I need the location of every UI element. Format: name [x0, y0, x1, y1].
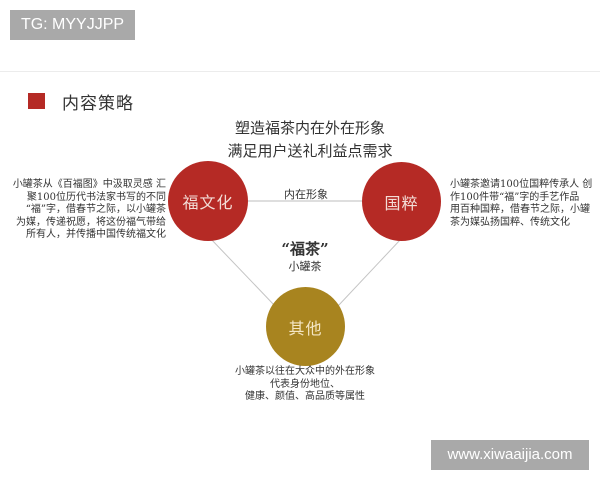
center-subtitle: 小罐茶 [288, 260, 322, 273]
center-title: “福茶” [281, 240, 329, 258]
tg-badge: TG: MYYJJPP [10, 10, 135, 40]
node-label: 福文化 [182, 193, 234, 212]
description-right: 小罐茶邀请100位国粹传承人 创 作100件带“福”字的手艺作品 用百种国粹，借… [450, 179, 595, 229]
section-marker-square [28, 93, 45, 109]
desc-line: 小罐茶以往在大众中的外在形象 [235, 366, 375, 377]
desc-line: 用百种国粹，借春节之际，小罐 [450, 204, 590, 215]
node-other: 其他 [266, 287, 345, 366]
node-label: 其他 [288, 318, 323, 338]
desc-line: 为媒，传递祝愿，将这份福气带给 [16, 216, 166, 228]
node-guocui: 国粹 [362, 162, 441, 241]
desc-line: 茶为媒弘扬国粹、传统文化 [450, 216, 570, 228]
connector-right-bottom [337, 238, 402, 307]
desc-line: 作100件带“福”字的手艺作品 [450, 191, 580, 203]
desc-line: 聚100位历代书法家书写的不同 [26, 191, 166, 203]
divider [0, 71, 600, 72]
desc-line: “福”字，借春节之际，以小罐茶 [25, 204, 166, 215]
node-label: 国粹 [384, 193, 419, 213]
section-title: 内容策略 [62, 94, 134, 114]
headline-line-2: 满足用户送礼利益点需求 [227, 142, 393, 160]
description-bottom: 小罐茶以往在大众中的外在形象 代表身份地位、 健康、颜值、高品质等属性 [210, 366, 400, 404]
desc-line: 小罐茶邀请100位国粹传承人 创 [450, 179, 593, 190]
desc-line: 小罐茶从《百福图》中汲取灵感 汇 [12, 179, 166, 190]
desc-line: 代表身份地位、 [270, 378, 340, 390]
watermark: www.xiwaaijia.com [431, 440, 589, 470]
headline-line-1: 塑造福茶内在外在形象 [234, 119, 385, 137]
desc-line: 健康、颜值、高品质等属性 [245, 391, 365, 402]
desc-line: 所有人，并传播中国传统福文化 [26, 229, 166, 240]
description-left: 小罐茶从《百福图》中汲取灵感 汇 聚100位历代书法家书写的不同 “福”字，借春… [10, 179, 166, 242]
connector-left-bottom [209, 237, 276, 307]
node-fu-culture: 福文化 [168, 161, 248, 241]
link-label: 内在形象 [284, 188, 328, 201]
